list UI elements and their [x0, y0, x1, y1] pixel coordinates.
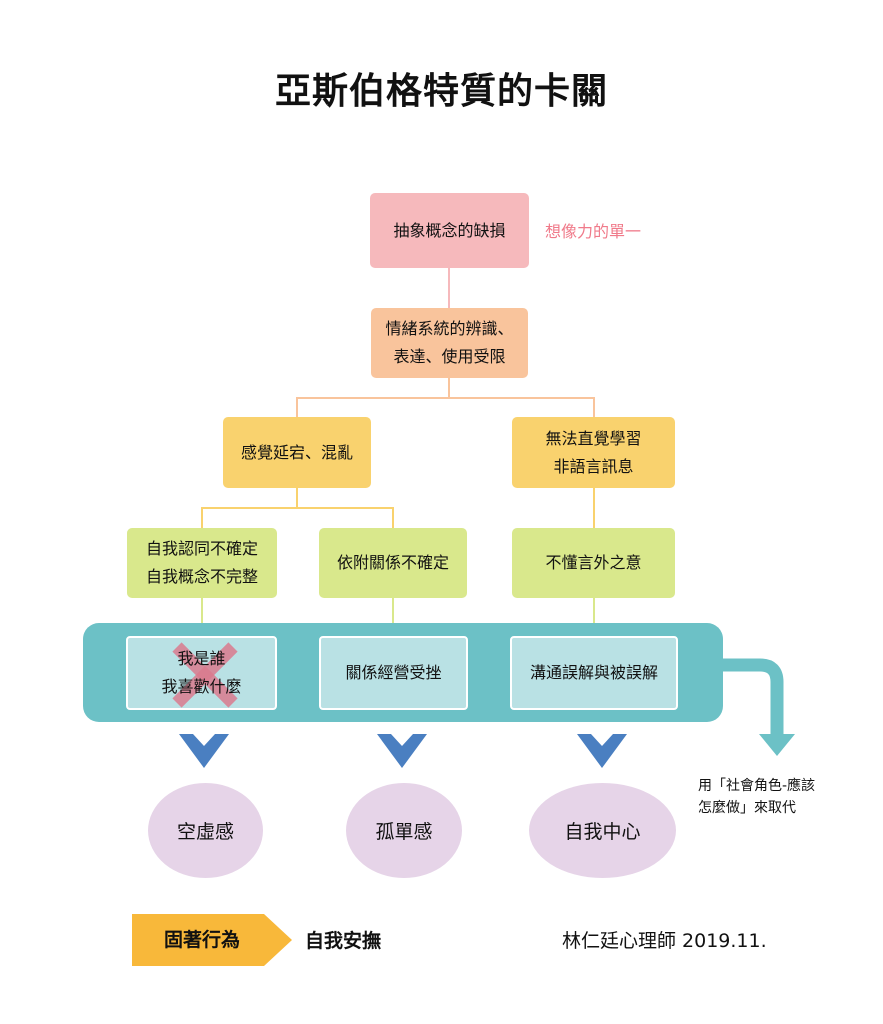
- cross-icon: [172, 642, 238, 708]
- node-label: 自我認同不確定: [145, 539, 258, 558]
- outcome-egocentric: 自我中心: [529, 783, 676, 878]
- connector: [296, 488, 298, 508]
- node-emotion-system: 情緒系統的辨識、 表達、使用受限: [371, 308, 528, 378]
- outcome-label: 孤單感: [375, 821, 433, 843]
- node-label: 不懂言外之意: [545, 553, 642, 572]
- note-imagination: 想像力的單一: [545, 222, 642, 241]
- node-label: 情緒系統的辨識、: [385, 319, 514, 338]
- connector: [448, 268, 450, 308]
- connector: [201, 507, 203, 528]
- connector: [448, 378, 450, 398]
- side-note-line: 怎麼做」來取代: [698, 800, 796, 816]
- outcome-label: 空虛感: [176, 821, 234, 843]
- chevron-down-icon: [577, 734, 627, 768]
- node-label: 溝通誤解與被誤解: [529, 663, 658, 682]
- outcome-loneliness: 孤單感: [346, 783, 462, 878]
- node-label: 無法直覺學習: [545, 428, 642, 448]
- outcome-label: 自我中心: [564, 821, 641, 843]
- node-label: 依附關係不確定: [336, 553, 449, 572]
- chevron-down-icon: [179, 734, 229, 768]
- fixation-label: 固著行為: [163, 929, 240, 951]
- connector: [593, 598, 595, 636]
- connector: [296, 397, 595, 399]
- side-note-line: 用「社會角色-應該: [698, 778, 816, 794]
- node-subtext: 不懂言外之意: [512, 528, 675, 598]
- node-label: 我喜歡什麼: [161, 677, 242, 696]
- author-signature: 林仁廷心理師 2019.11.: [562, 930, 767, 952]
- connector: [593, 488, 595, 528]
- node-nonverbal: 無法直覺學習 非語言訊息: [512, 417, 675, 488]
- outcome-emptiness: 空虛感: [148, 783, 263, 878]
- page-title: 亞斯伯格特質的卡關: [274, 71, 608, 112]
- connector: [593, 397, 595, 417]
- connector: [392, 507, 394, 528]
- side-note: 用「社會角色-應該 怎麼做」來取代: [698, 775, 878, 819]
- chevron-down-icon: [377, 734, 427, 768]
- node-attachment: 依附關係不確定: [319, 528, 467, 598]
- node-abstract-concept: 抽象概念的缺損: [370, 193, 529, 268]
- node-label: 抽象概念的缺損: [393, 220, 506, 240]
- connector: [392, 598, 394, 636]
- node-misunderstanding: 溝通誤解與被誤解: [510, 636, 678, 710]
- who-am-i-text-overlay: 我是誰 我喜歡什麼: [126, 636, 277, 710]
- node-label: 非語言訊息: [553, 456, 634, 476]
- connector: [296, 397, 298, 417]
- node-label: 關係經營受挫: [345, 663, 442, 682]
- connector: [201, 598, 203, 636]
- node-identity: 自我認同不確定 自我概念不完整: [127, 528, 277, 598]
- node-sensory: 感覺延宕、混亂: [223, 417, 371, 488]
- fixation-label-shape: [132, 914, 292, 966]
- node-label: 自我概念不完整: [145, 567, 258, 586]
- node-relationship: 關係經營受挫: [319, 636, 468, 710]
- node-label: 我是誰: [177, 649, 226, 668]
- node-label: 感覺延宕、混亂: [240, 442, 353, 462]
- connector: [201, 507, 394, 509]
- self-soothing-text: 自我安撫: [305, 930, 382, 952]
- arrow-to-side-note: [720, 658, 795, 756]
- node-label: 表達、使用受限: [393, 347, 506, 366]
